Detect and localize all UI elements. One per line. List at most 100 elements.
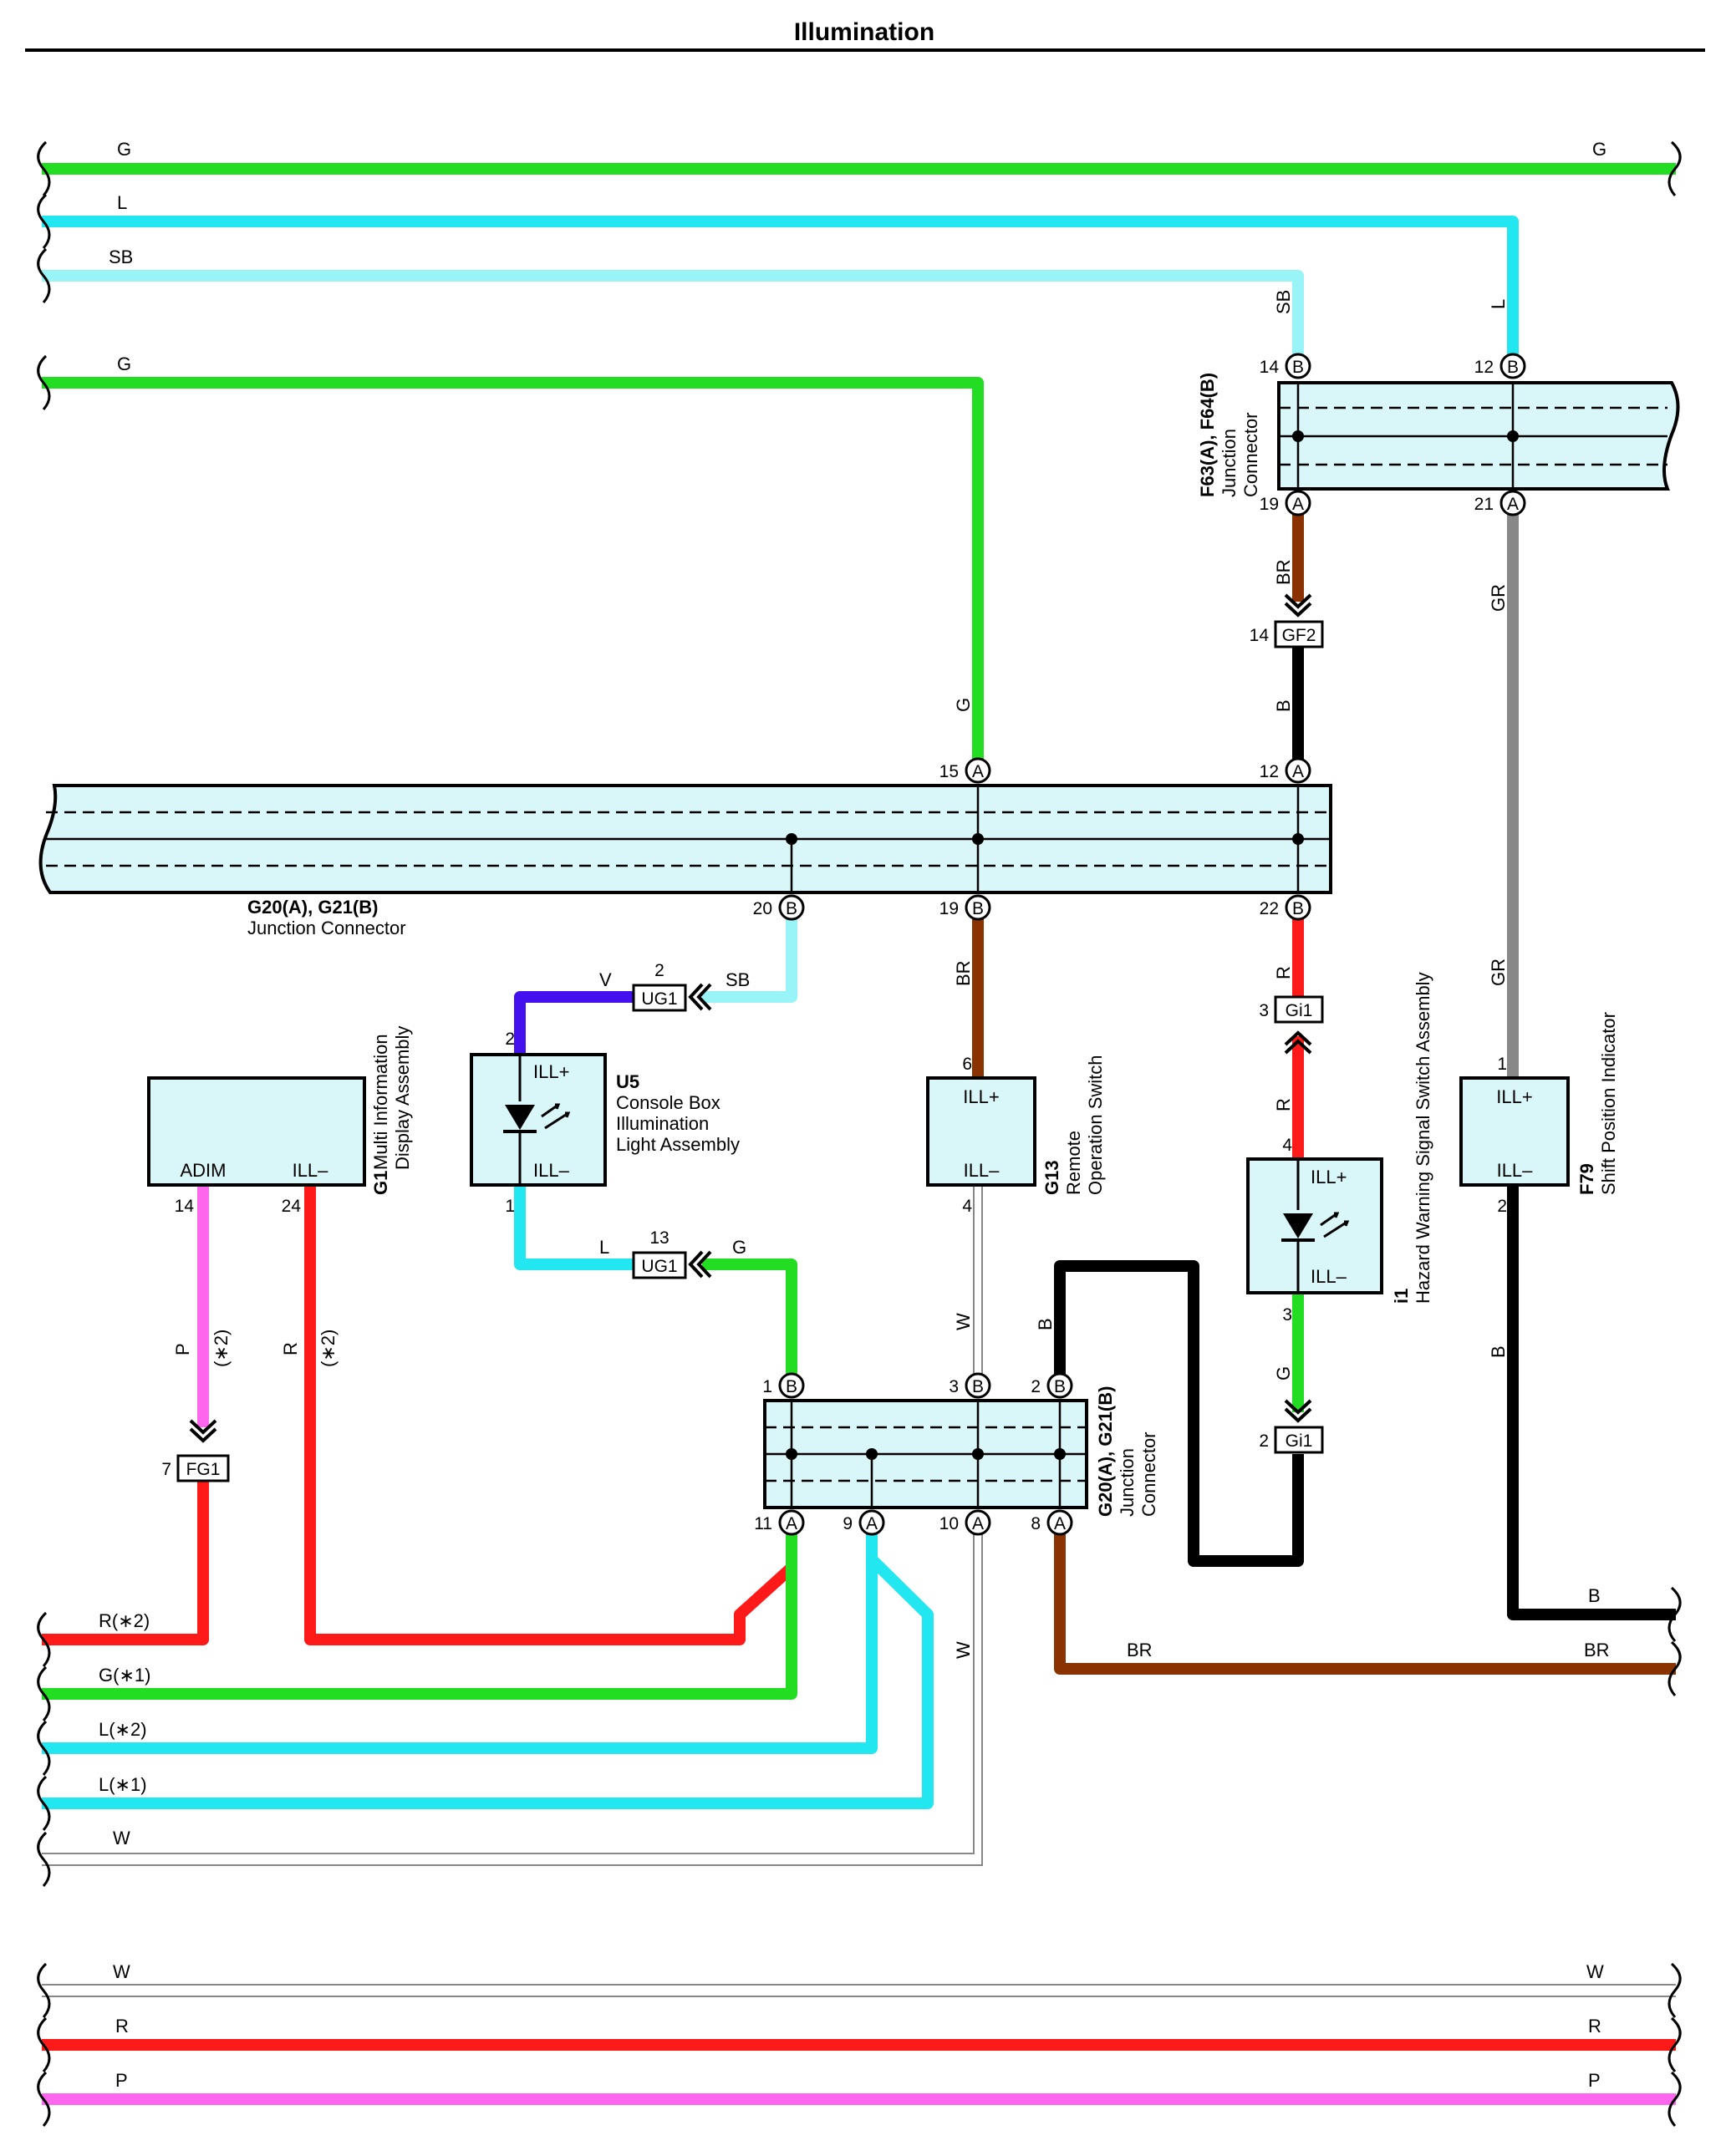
svg-text:Hazard Warning Signal Switch A: Hazard Warning Signal Switch Assembly — [1413, 972, 1433, 1304]
wire-r-g1 — [304, 1185, 797, 1645]
u5-ill-minus: ILL– — [533, 1160, 570, 1181]
wire-sb-top — [42, 270, 1304, 366]
wire-label: L(∗1) — [99, 1774, 147, 1795]
wire-label: P — [1588, 2070, 1601, 2091]
wire-label: BR — [1273, 559, 1294, 585]
wire-label: L(∗2) — [99, 1719, 147, 1740]
i1-label: i1 Hazard Warning Signal Switch Assembly — [1391, 972, 1433, 1304]
svg-text:G20(A), G21(B): G20(A), G21(B) — [1095, 1386, 1116, 1517]
wire-label: L — [599, 1237, 609, 1258]
wire-label: G — [117, 139, 131, 160]
wire-label: V — [599, 969, 612, 990]
wire-label: R(∗2) — [99, 1610, 150, 1631]
svg-text:F79: F79 — [1576, 1163, 1597, 1195]
svg-text:W: W — [953, 1641, 974, 1659]
wire-b-f79 — [1507, 1185, 1676, 1620]
svg-text:14: 14 — [1250, 626, 1270, 645]
i1-ill-minus: ILL– — [1311, 1266, 1347, 1287]
svg-text:Operation Switch: Operation Switch — [1085, 1055, 1106, 1195]
svg-text:SB: SB — [1273, 290, 1294, 314]
pin-num: 1 — [1497, 1055, 1507, 1074]
pin-num: 19 — [939, 899, 959, 918]
wire-label: SB — [726, 969, 750, 990]
wire-label: BR — [1127, 1640, 1153, 1660]
svg-text:3: 3 — [1259, 1001, 1269, 1020]
svg-text:Gi1: Gi1 — [1286, 1001, 1313, 1020]
wire-label: GR — [1488, 959, 1509, 986]
f79-ill-minus: ILL– — [1497, 1160, 1534, 1181]
pin-num: 1 — [762, 1377, 772, 1396]
wire-label: GR — [1488, 584, 1509, 612]
svg-text:UG1: UG1 — [641, 989, 677, 1009]
wire-label: B — [1035, 1318, 1056, 1330]
pin-num: 14 — [1260, 358, 1280, 377]
wire-l1-left — [42, 1555, 934, 1809]
wire-label: (∗2) — [211, 1330, 232, 1367]
wire-g-second — [42, 377, 984, 769]
svg-text:Junction: Junction — [1219, 429, 1240, 497]
inline-connector-gi1-bottom: Gi1 2 — [1259, 1399, 1324, 1454]
svg-text:BR: BR — [953, 960, 974, 986]
wire-br-right — [1054, 1534, 1676, 1675]
pin-g21-22 — [1285, 894, 1311, 921]
svg-text:GR: GR — [1488, 959, 1509, 986]
wire-label: W — [953, 1641, 974, 1659]
inline-connector-ug1-top: UG1 2 — [632, 961, 712, 1012]
svg-text:R: R — [1273, 966, 1294, 979]
pin-num: 19 — [1260, 495, 1279, 514]
wire-label: W — [953, 1313, 974, 1330]
pin-num: 21 — [1474, 495, 1494, 514]
g1-label: G1 Multi Information Display Assembly — [370, 1026, 413, 1195]
u5-box — [470, 1053, 607, 1187]
wire-label: R — [115, 2016, 129, 2037]
wire-sb-ug1 — [702, 904, 797, 1003]
g1-adim: ADIM — [181, 1160, 227, 1181]
pin-g20-10 — [965, 1509, 991, 1536]
wire-label: B — [1273, 699, 1294, 712]
f79-label: F79 Shift Position Indicator — [1576, 1012, 1619, 1195]
wire-w-left — [42, 1534, 983, 1866]
g20-main-name: Junction Connector — [247, 918, 406, 938]
svg-text:UG1: UG1 — [641, 1257, 677, 1276]
pin-g21-2 — [1046, 1372, 1073, 1399]
wire-label: B — [1588, 1585, 1601, 1606]
wire-label: L — [1488, 299, 1509, 309]
svg-text:Multi Information: Multi Information — [370, 1034, 391, 1170]
u5-name1: Console Box — [616, 1092, 720, 1113]
g20-main-id: G20(A), G21(B) — [247, 897, 378, 918]
pin-num: 12 — [1260, 762, 1279, 781]
wire-w-bottom — [42, 1984, 1676, 1997]
f79-ill-plus: ILL+ — [1496, 1086, 1532, 1107]
wire-label: W — [113, 1961, 130, 1982]
pin-f63-19 — [1285, 490, 1311, 516]
wire-label: W — [113, 1828, 130, 1848]
i1-box — [1246, 1157, 1383, 1294]
wire-label: SB — [109, 247, 133, 267]
wire-label: P — [172, 1343, 193, 1355]
svg-text:2: 2 — [1259, 1431, 1269, 1451]
svg-text:G1: G1 — [370, 1171, 391, 1195]
pin-g21-19 — [965, 894, 991, 921]
svg-text:i1: i1 — [1391, 1289, 1412, 1304]
svg-text:G13: G13 — [1041, 1160, 1062, 1195]
svg-text:G: G — [1273, 1366, 1294, 1381]
pin-num: 4 — [1282, 1136, 1292, 1155]
pin-f63-21 — [1499, 490, 1526, 516]
pin-g20-9 — [858, 1509, 885, 1536]
junction-connector-f63 — [1277, 381, 1680, 491]
pin-num: 2 — [1497, 1197, 1507, 1216]
svg-text:(∗2): (∗2) — [211, 1330, 232, 1367]
pin-num: 14 — [175, 1197, 195, 1216]
wire-w-g13 — [973, 1185, 983, 1384]
wire-g-left — [42, 1534, 797, 1700]
junction-connector-g20-main — [38, 784, 1332, 894]
pin-g20-15 — [965, 757, 991, 784]
svg-text:GR: GR — [1488, 584, 1509, 612]
svg-text:L: L — [1488, 299, 1509, 309]
wire-label: BR — [1584, 1640, 1610, 1660]
inline-connector-gi1-top: Gi1 3 — [1259, 995, 1324, 1055]
svg-text:G: G — [953, 698, 974, 712]
pin-num: 24 — [282, 1197, 302, 1216]
svg-text:B: B — [1035, 1318, 1056, 1330]
g20-small-label: G20(A), G21(B) Junction Connector — [1095, 1386, 1159, 1517]
